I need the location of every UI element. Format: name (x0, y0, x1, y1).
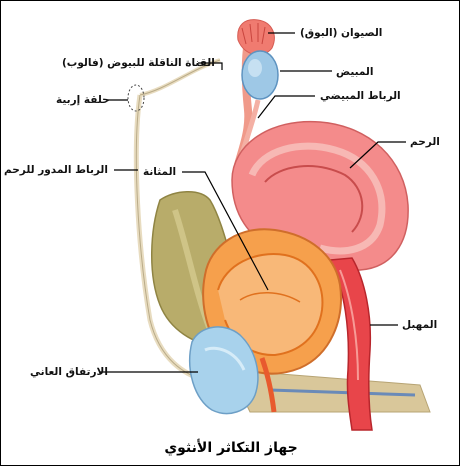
label-ovarian-ligament: الرباط المبيضي (320, 90, 401, 102)
label-vagina: المهبل (402, 319, 437, 331)
leader-ovarian-lig (258, 96, 315, 118)
label-round-ligament: الرباط المدور للرحم (4, 164, 108, 176)
label-pubic-symphysis: الارتفاق العاني (30, 366, 108, 378)
ovary (242, 51, 278, 99)
label-bladder: المثانة (143, 166, 176, 178)
label-ovary: المبيض (336, 66, 373, 78)
figure-caption: جهاز التكاثر الأنثوي (0, 440, 462, 456)
label-fimbriae: الصيوان (البوق) (300, 27, 382, 39)
label-inguinal-ring: حلقة إربية (56, 94, 110, 106)
label-fallopian-tube: القناة الناقلة للبيوض (فالوب) (62, 57, 215, 69)
label-uterus: الرحم (410, 136, 440, 148)
